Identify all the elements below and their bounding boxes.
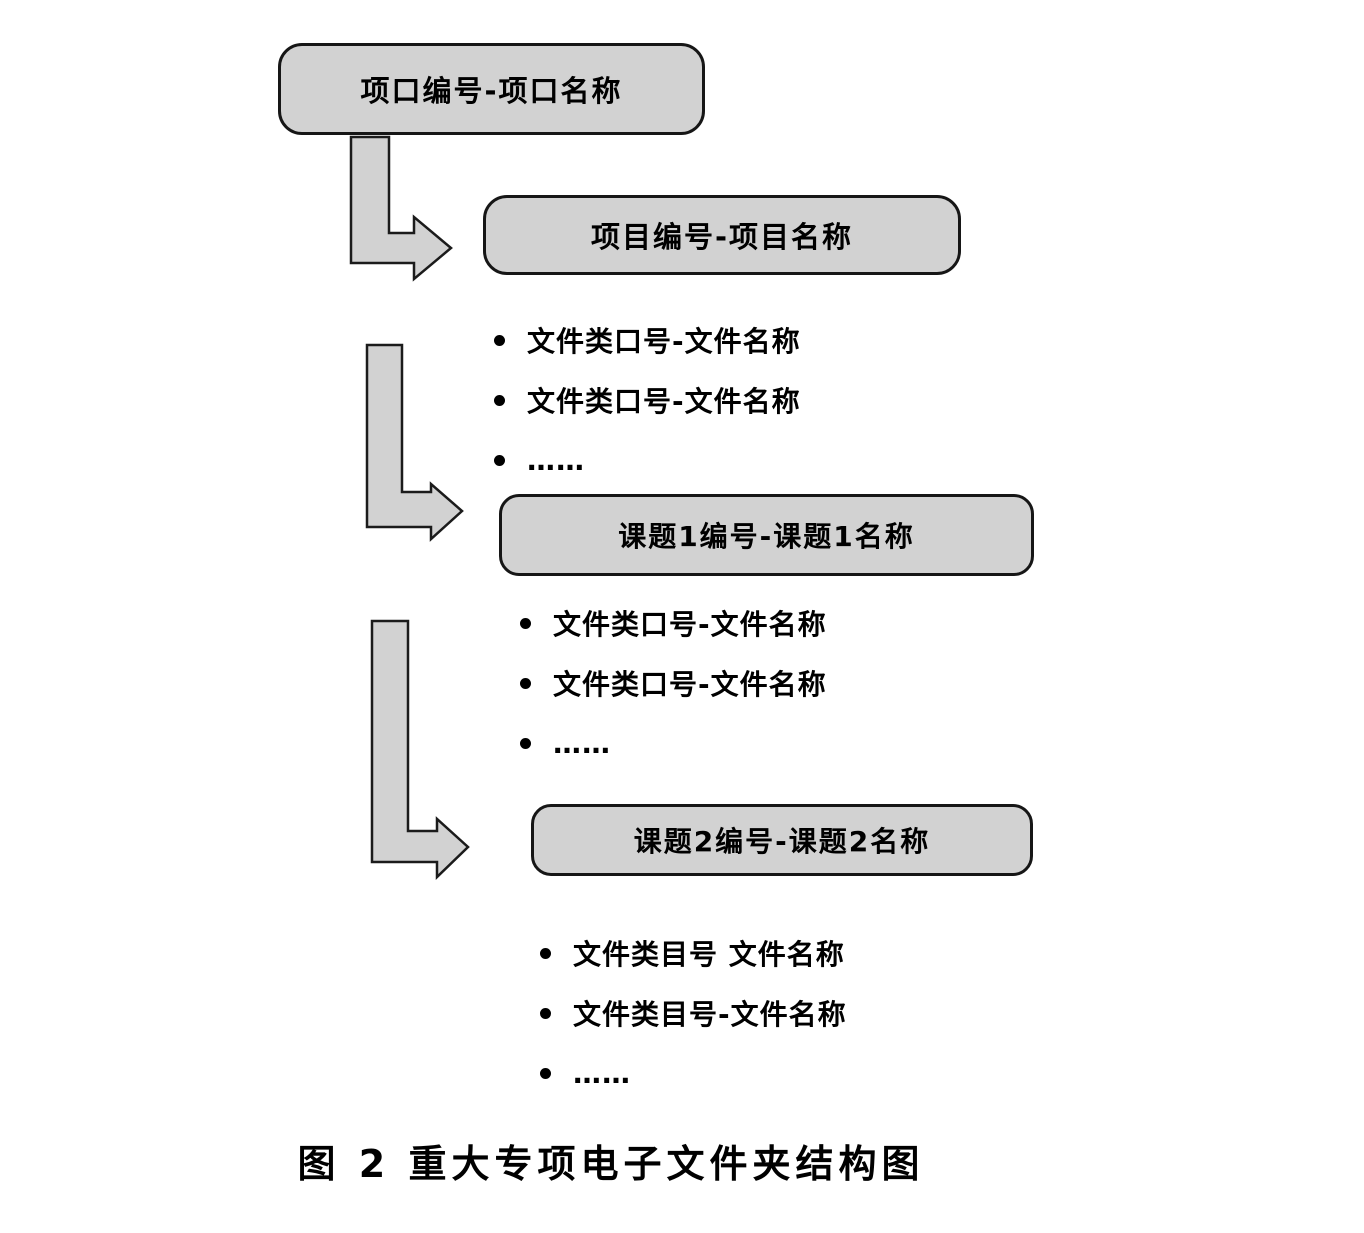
figure-caption: 图 2 重大专项电子文件夹结构图 (297, 1142, 925, 1186)
list-item: …… (494, 441, 801, 479)
list-item-text: …… (553, 726, 611, 760)
list-item: 文件类目号-文件名称 (540, 994, 847, 1032)
node-project-code: 项目编号-项目名称 (483, 195, 961, 275)
bullet-icon (540, 1067, 551, 1079)
node-label: 项口编号-项口名称 (360, 74, 623, 108)
elbow-arrow-icon (370, 619, 470, 880)
list-item-text: 文件类目号-文件名称 (573, 998, 847, 1031)
bullet-icon (520, 617, 531, 629)
file-list-topic2: 文件类目号 文件名称 文件类目号-文件名称 …… (540, 934, 847, 1114)
elbow-arrow-icon (349, 135, 453, 282)
bullet-icon (494, 394, 505, 406)
node-label: 课题2编号-课题2名称 (633, 825, 931, 858)
list-item-text: …… (527, 443, 585, 477)
node-topic1-code: 课题1编号-课题1名称 (499, 494, 1034, 576)
bullet-icon (540, 1007, 551, 1019)
node-label: 项目编号-项目名称 (590, 220, 854, 254)
list-item-text: 文件类口号-文件名称 (553, 608, 827, 641)
bullet-icon (494, 334, 505, 346)
bullet-icon (540, 947, 551, 959)
file-list-topic1: 文件类口号-文件名称 文件类口号-文件名称 …… (520, 604, 827, 784)
list-item-text: …… (573, 1056, 631, 1090)
bullet-icon (520, 677, 531, 689)
list-item: 文件类口号-文件名称 (520, 604, 827, 642)
list-item: …… (520, 724, 827, 762)
list-item: 文件类目号 文件名称 (540, 934, 847, 972)
file-list-project: 文件类口号-文件名称 文件类口号-文件名称 …… (494, 321, 801, 501)
list-item-text: 文件类口号-文件名称 (527, 325, 801, 358)
node-project-code-root: 项口编号-项口名称 (278, 43, 705, 135)
node-label: 课题1编号-课题1名称 (618, 520, 915, 553)
list-item: 文件类口号-文件名称 (494, 321, 801, 359)
node-topic2-code: 课题2编号-课题2名称 (531, 804, 1033, 876)
list-item: …… (540, 1054, 847, 1092)
list-item: 文件类口号-文件名称 (494, 381, 801, 419)
list-item-text: 文件类目号 文件名称 (573, 938, 845, 971)
list-item: 文件类口号-文件名称 (520, 664, 827, 702)
list-item-text: 文件类口号-文件名称 (553, 668, 827, 701)
elbow-arrow-icon (365, 343, 464, 542)
bullet-icon (520, 737, 531, 749)
bullet-icon (494, 454, 505, 466)
list-item-text: 文件类口号-文件名称 (527, 385, 801, 418)
